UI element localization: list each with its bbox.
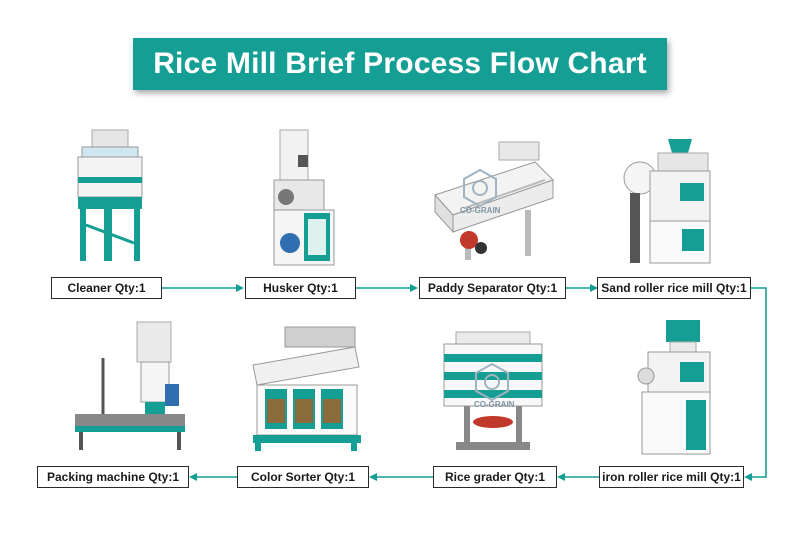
watermark-logo-bottom [475,362,509,402]
watermark-logo-top [463,168,497,208]
stage-rice-grader: Rice grader Qty:1 [433,466,557,488]
iron-roller-mill-image [637,320,711,455]
paddy-separator-machine-image [434,141,554,260]
watermark-text-bottom: CO-GRAIN [474,400,515,409]
color-sorter-image [252,326,361,451]
stage-color-sorter: Color Sorter Qty:1 [237,466,369,488]
rice-grader-image [443,331,543,450]
husker-machine-image [273,129,335,266]
stage-packing-machine: Packing machine Qty:1 [37,466,189,488]
stage-paddy-separator: Paddy Separator Qty:1 [419,277,566,299]
stage-cleaner: Cleaner Qty:1 [51,277,162,299]
watermark-text-top: CO-GRAIN [460,206,501,215]
stage-sand-roller-mill: Sand roller rice mill Qty:1 [597,277,751,299]
sand-roller-mill-image [623,139,711,264]
cleaner-machine-image [77,129,143,261]
arrow-sand-mill-to-iron-mill [744,287,767,481]
page-title: Rice Mill Brief Process Flow Chart [133,38,667,90]
stage-iron-roller-mill: iron roller rice mill Qty:1 [599,466,744,488]
stage-husker: Husker Qty:1 [245,277,356,299]
packing-machine-image [75,321,185,450]
